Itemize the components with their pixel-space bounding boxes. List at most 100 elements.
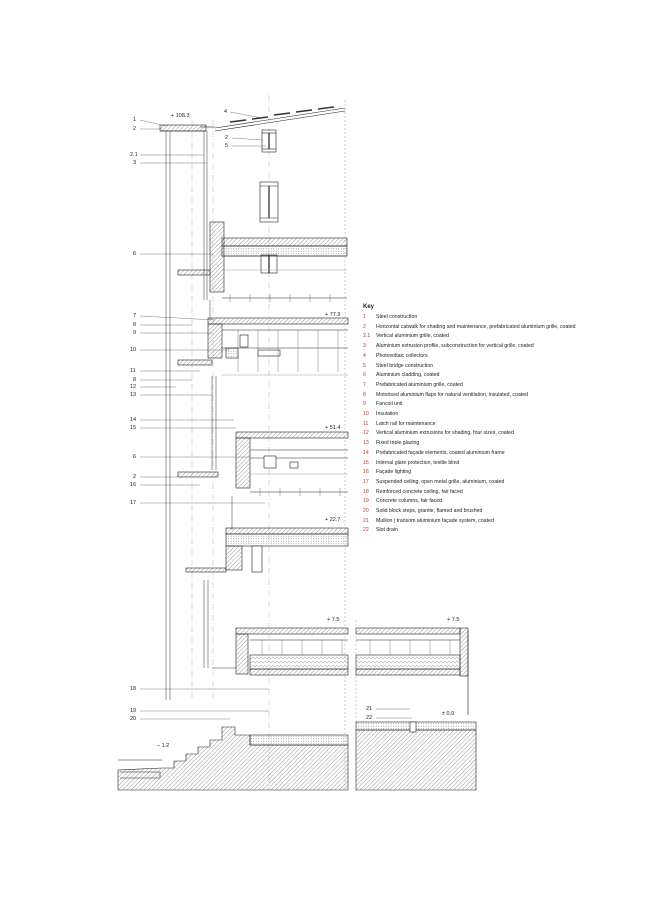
legend-item-number: 19 [363,498,369,505]
callout-7: 7 [133,313,137,319]
level-7-5-left: + 7.5 [327,617,340,623]
callout-19: 19 [130,708,137,714]
legend-item: 13 Fixed triple glazing [363,440,643,446]
legend-item: 15 Internal glare protection, textile bli… [363,460,643,466]
floor-3 [177,431,349,493]
callout-16: 16 [130,482,137,488]
legend-item-number: 8 [363,391,366,398]
legend-item-text: Vertical aluminium extrusions for shadin… [376,430,514,437]
legend-item-number: 22 [363,527,369,534]
callout-13: 13 [130,392,137,398]
legend-item: 22 Slot drain [363,527,643,533]
legend-item-text: Motorised aluminium flaps for natural ve… [376,391,528,398]
legend-item-text: Solid block steps, granite, flamed and b… [376,508,483,515]
legend-item-number: 4 [363,352,366,359]
ground-right [355,721,477,791]
legend-item-text: Fixed triple glazing [376,440,420,447]
legend-item-text: Suspended ceiling, open metal grille, al… [376,478,505,485]
legend-item-number: 12 [363,430,369,437]
legend-item: 17 Suspended ceiling, open metal grille, … [363,479,643,485]
callout-4: 4 [224,109,228,115]
callout-18: 18 [130,686,137,692]
floor-5-right [355,627,469,715]
floor-5r-grille [369,640,451,655]
legend-item-number: 6 [363,372,366,379]
legend-item-number: 7 [363,381,366,388]
legend-item-number: 15 [363,459,369,466]
legend-item-number: 11 [363,420,369,427]
callout-5: 5 [225,143,229,149]
legend-list: 1 Steel construction 2 Horizontal catwalk f… [363,314,643,534]
top-catwalk [159,124,207,132]
callout-11: 11 [130,368,136,374]
callout-8b: 8 [133,377,137,383]
legend-item-number: 16 [363,469,369,476]
level-ground: ± 0.0 [442,711,455,717]
floor-5-left [235,627,349,676]
legend-item: 2 Horizontal catwalk for shading and main… [363,324,643,330]
level-51-4: + 51.4 [325,425,341,431]
legend-item-text: Horizontal catwalk for shading and maint… [376,323,576,330]
legend-item-number: 17 [363,478,369,485]
legend-item-text: Photovoltaic collectors [376,352,428,359]
callout-17: 17 [130,500,137,506]
level-22-7: + 22.7 [325,517,341,523]
legend-item-number: 1 [363,314,366,320]
legend-item-number: 13 [363,440,369,447]
roof-pv [200,106,346,132]
legend-item-text: Prefabricated aluminium grille, coated [376,381,463,388]
callout-2b: 2 [225,135,229,141]
leader-lines [139,111,412,720]
facade-verticals [203,300,236,669]
legend-item-text: Fancoil unit [376,401,403,408]
legend-item-text: Latch rail for maintenance [376,420,436,427]
legend-item-number: 20 [363,508,369,515]
callout-2c: 2 [133,474,137,480]
callout-22: 22 [366,715,373,721]
legend-item: 12 Vertical aluminium extrusions for shad… [363,430,643,436]
legend-item-number: 3 [363,343,366,350]
upper-slab [209,221,348,299]
legend-item-text: Aluminium extrusion profile, subconstruc… [376,343,534,350]
legend-item-text: Slot drain [376,527,398,534]
floor-5-grille [261,640,343,655]
callout-12: 12 [130,384,137,390]
legend-item: 11 Latch rail for maintenance [363,421,643,427]
callout-21: 21 [366,706,373,712]
legend-item-text: Steel construction [376,314,418,320]
steel-bridge [259,129,279,274]
floor-3-grille [259,488,341,496]
upper-ceiling-grille [229,294,331,302]
callout-1: 1 [133,117,137,123]
level-7-5-right: + 7.5 [447,617,460,623]
legend-item: 6 Aluminium cladding, coated [363,372,643,378]
legend-item: 20 Solid block steps, granite, flamed and… [363,508,643,514]
legend-item-number: 21 [363,517,369,524]
legend-item-number: 18 [363,488,369,495]
callout-2: 2 [133,126,137,132]
legend-item: 1 Steel construction [363,314,643,320]
legend-item-text: Insulation [376,411,399,418]
legend-item-text: Internal glare protection, textile blind [376,459,460,466]
level-77-9: + 77.9 [325,312,341,318]
legend-item-text: Vertical aluminium grille, coated [376,333,449,340]
callout-14: 14 [130,417,137,423]
legend-item-text: Steel bridge construction [376,362,434,369]
callout-15: 15 [130,425,137,431]
legend-item-text: Aluminium cladding, coated [376,372,440,379]
level-basement: – 1.2 [157,743,170,749]
callout-2-1: 2.1 [130,152,138,158]
legend-item-number: 2 [363,323,366,330]
legend-item: 7 Prefabricated aluminium grille, coated [363,382,643,388]
floor-2-grille [237,330,339,372]
ground-steps [117,726,349,791]
callout-3: 3 [133,160,137,166]
